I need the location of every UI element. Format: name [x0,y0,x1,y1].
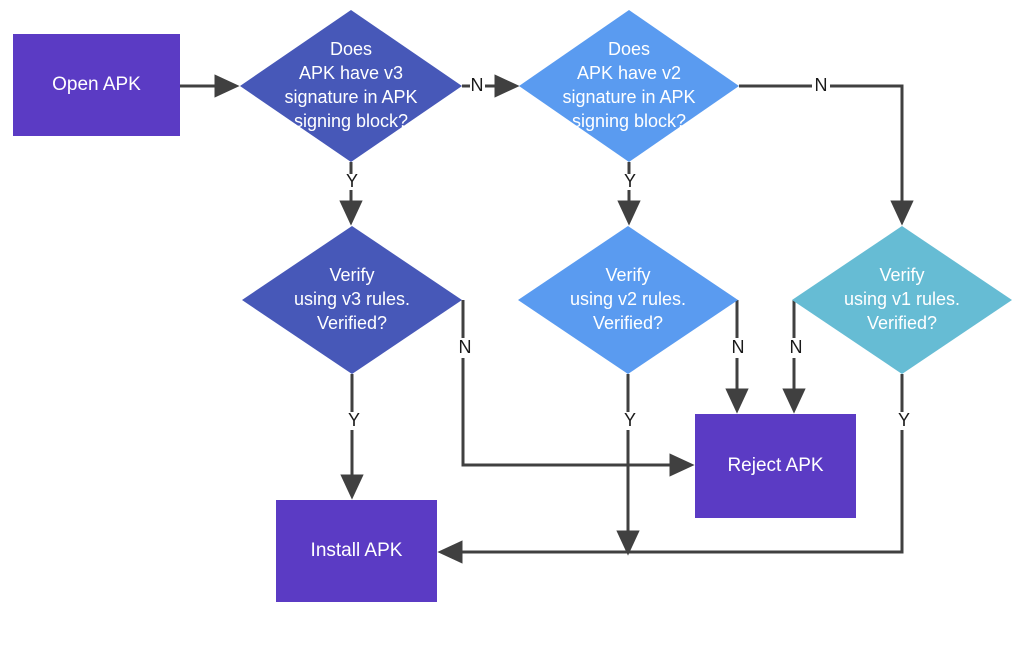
node-label-line: signature in APK [562,87,695,107]
node-label-line: Install APK [311,540,403,561]
node-label-line: Does [330,39,372,59]
node-label-line: Reject APK [727,455,823,476]
edge-verify-v3-no-to-reject [461,358,695,477]
edge-label-verify-v2-yes-to-install: Y [624,410,636,430]
edge-label-v2-no-to-verify-v1: N [815,75,828,95]
node-label-line: using v2 rules. [570,289,686,309]
node-label-line: Verified? [867,313,937,333]
node-label-line: APK have v3 [299,63,403,83]
edge-label-v3-no-to-v2: N [471,75,484,95]
edge-label-verify-v3-yes-to-install: Y [348,410,360,430]
node-label-line: Does [608,39,650,59]
node-install-apk[interactable]: Install APK [276,500,437,602]
edge-labels-layer: N Y N Y N Y N N Y Y [346,75,910,430]
edge-label-verify-v2-no-to-reject: N [732,337,745,357]
edge-label-verify-v1-no-to-reject: N [790,337,803,357]
edge-verify-v1-yes-to-install [437,430,904,564]
edge-label-v2-yes-to-verify-v2: Y [624,171,636,191]
node-shape-rectangle [695,414,856,518]
node-shape-diamond [240,10,462,162]
node-label-line: Verify [605,265,650,285]
node-shape-diamond [792,226,1012,374]
edge-label-v3-yes-to-verify-v3: Y [346,171,358,191]
node-shape-diamond [518,226,738,374]
node-shape-diamond [242,226,462,374]
edge-label-verify-v3-no-to-reject: N [459,337,472,357]
node-label-line: APK have v2 [577,63,681,83]
node-shape-rectangle [13,34,180,136]
node-label-line: Verified? [593,313,663,333]
node-label-line: using v1 rules. [844,289,960,309]
edges-layer [180,74,914,564]
node-shape-diamond [519,10,739,162]
node-reject-apk[interactable]: Reject APK [695,414,856,518]
node-label-line: using v3 rules. [294,289,410,309]
node-verify-v1[interactable]: Verify using v1 rules. Verified? [792,226,1012,374]
edge-v2-no-to-verify-v1 [830,84,914,226]
node-label-line: signing block? [572,111,686,131]
node-label-line: Verify [329,265,374,285]
node-open-apk[interactable]: Open APK [13,34,180,136]
edge-label-verify-v1-yes-to-install: Y [898,410,910,430]
node-verify-v3[interactable]: Verify using v3 rules. Verified? [242,226,462,374]
node-label-line: Open APK [52,74,141,95]
node-label-line: signing block? [294,111,408,131]
node-label-line: signature in APK [284,87,417,107]
node-verify-v2[interactable]: Verify using v2 rules. Verified? [518,226,738,374]
node-label-line: Verify [879,265,924,285]
node-label-line: Verified? [317,313,387,333]
node-shape-rectangle [276,500,437,602]
